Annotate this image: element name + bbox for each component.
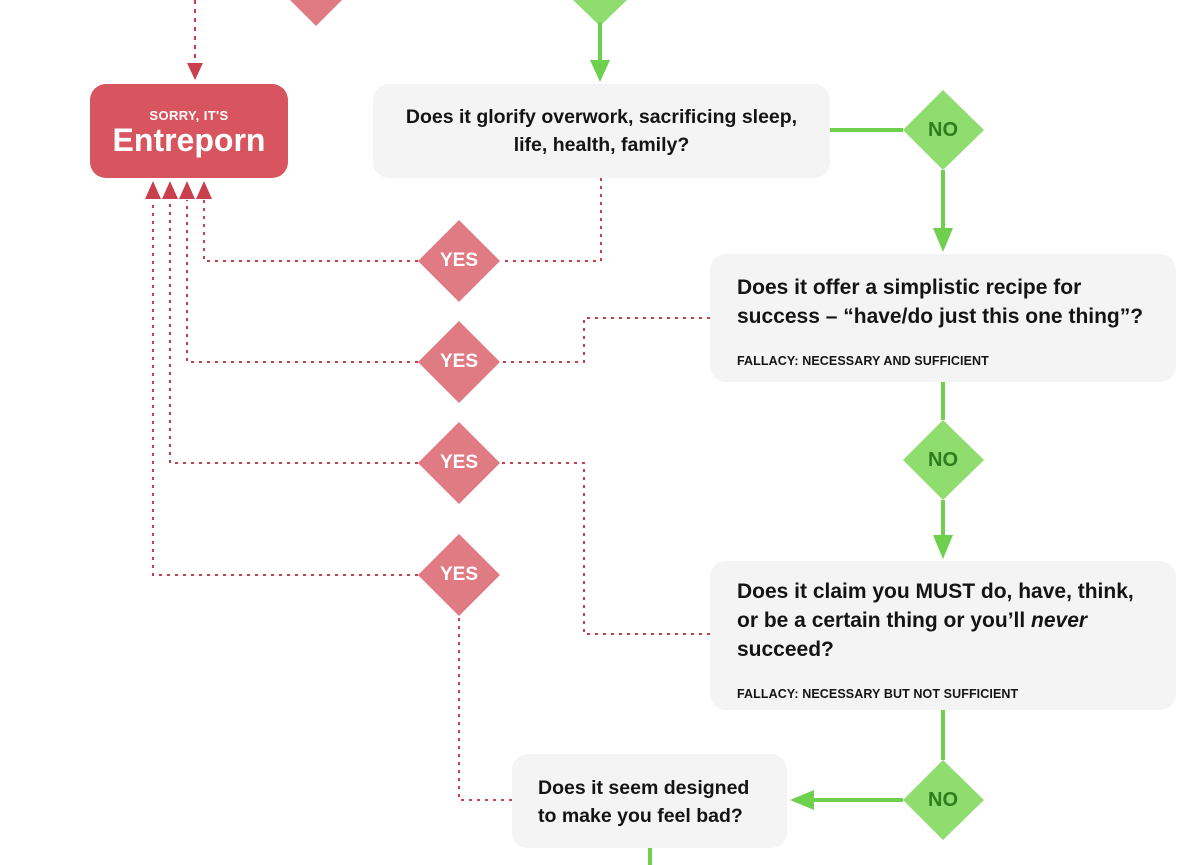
green-arrowhead-top <box>590 60 610 82</box>
yes3-link-out <box>169 200 418 464</box>
result-entreporn-box: SORRY, IT'S Entreporn <box>90 84 288 178</box>
yes-diamond-4 <box>418 534 500 616</box>
yes1-link-out <box>203 200 418 262</box>
arrowhead-yes1 <box>196 181 212 199</box>
yes3-link-in <box>500 462 710 635</box>
yes1-link-in <box>500 178 602 262</box>
no-label-2: NO <box>928 449 958 471</box>
no-diamond-2 <box>903 420 984 500</box>
yes-label-1: YES <box>439 250 479 271</box>
question-4-text: Does it seem designed to make you feel b… <box>538 777 750 827</box>
question-1-box: Does it glorify overwork, sacrificing sl… <box>373 84 830 178</box>
no-label-1: NO <box>928 119 958 141</box>
green-arrowhead-q4 <box>790 790 814 810</box>
yes2-link-out <box>186 200 418 363</box>
arrowhead-yes3 <box>162 181 178 199</box>
yes-diamond-3 <box>418 422 500 504</box>
question-2-box: Does it offer a simplistic recipe for su… <box>710 254 1176 382</box>
yes4-link-in <box>458 615 512 801</box>
yes-label-2: YES <box>439 351 479 372</box>
no-diamond-1 <box>903 90 984 170</box>
question-2-fallacy: FALLACY: NECESSARY AND SUFFICIENT <box>737 354 989 368</box>
yes-label-3: YES <box>439 452 479 473</box>
result-title: Entreporn <box>112 122 266 158</box>
green-arrowhead-q2 <box>933 228 953 252</box>
question-3-text: Does it claim you MUST do, have, think, … <box>737 580 1134 661</box>
question-3-emphasis: never <box>1031 609 1088 632</box>
question-1-text: Does it glorify overwork, sacrificing sl… <box>405 106 798 156</box>
no-diamond-3 <box>903 760 984 840</box>
question-4-box: Does it seem designed to make you feel b… <box>512 754 787 848</box>
question-3-box: Does it claim you MUST do, have, think, … <box>710 561 1176 710</box>
arrowhead-yes4 <box>145 181 161 199</box>
arrowhead-top <box>187 63 203 80</box>
top-yes-diamond-partial <box>290 0 342 26</box>
top-no-diamond-partial <box>573 0 627 26</box>
arrowhead-yes2 <box>179 181 195 199</box>
question-3-fallacy: FALLACY: NECESSARY BUT NOT SUFFICIENT <box>737 687 1019 701</box>
green-arrowhead-q3 <box>933 535 953 559</box>
question-3-text-part-2: succeed? <box>737 638 834 661</box>
result-prefix: SORRY, IT'S <box>149 108 229 123</box>
yes-diamond-1 <box>418 220 500 302</box>
yes-label-4: YES <box>439 564 479 585</box>
yes-diamond-2 <box>418 321 500 403</box>
no-label-3: NO <box>928 789 958 811</box>
question-2-text: Does it offer a simplistic recipe for su… <box>737 276 1144 328</box>
yes4-link-out <box>152 200 418 576</box>
question-3-text-part-1: Does it claim you MUST do, have, think, … <box>737 580 1134 632</box>
yes2-link-in <box>500 317 710 363</box>
